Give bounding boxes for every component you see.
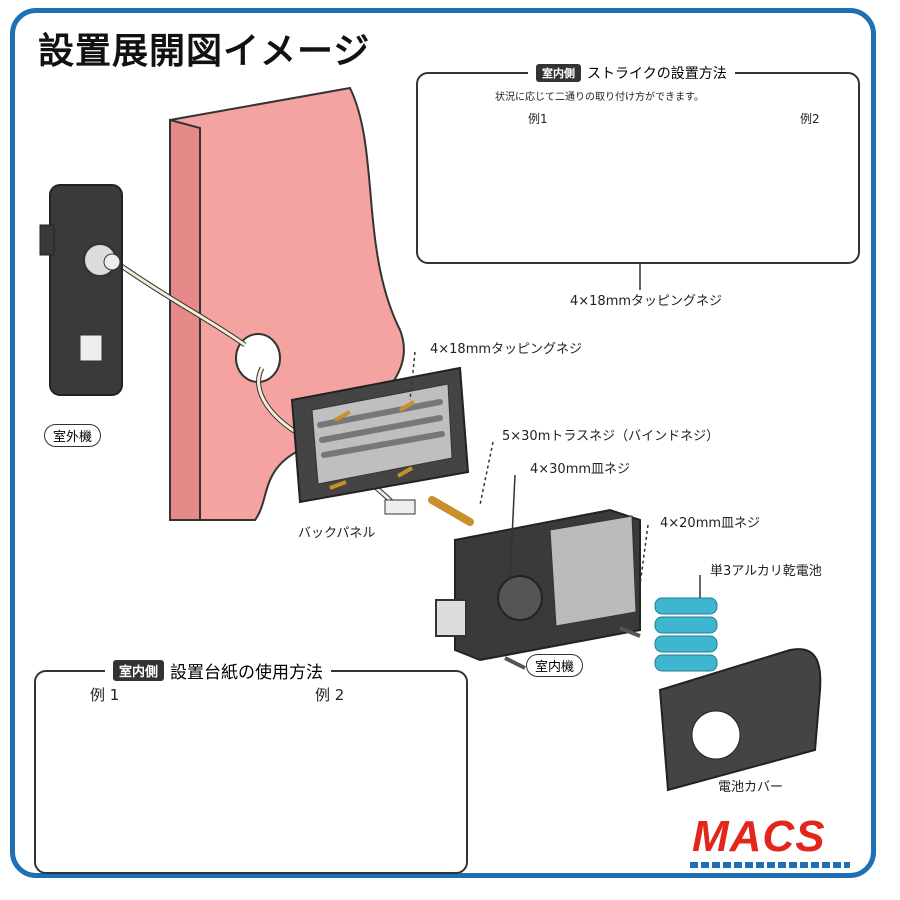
template-panel-heading: 室内側 設置台紙の使用方法 (105, 658, 332, 683)
back-panel-illustration (290, 366, 470, 515)
battery-label: 単3アルカリ乾電池 (710, 564, 822, 579)
strike-subheading: 状況に応じて二通りの取り付け方ができます。 (495, 92, 704, 103)
strike-heading: ストライクの設置方法 (587, 66, 727, 82)
strike-example1-label: 例1 (528, 112, 548, 126)
back-panel-label: バックパネル (298, 526, 376, 541)
battery-cover-label: 電池カバー (718, 780, 784, 795)
logo-stripe (690, 862, 850, 868)
template-example1-label: 例 1 (90, 686, 120, 704)
indoor-tag: 室内側 (536, 64, 581, 82)
battery-cover-illustration (658, 648, 822, 792)
template-example2-label: 例 2 (315, 686, 345, 704)
flat-screw-30-label: 4×30mm皿ネジ (530, 462, 631, 477)
strike-panel (416, 72, 860, 264)
truss-screw-label: 5×30mトラスネジ（バインドネジ） (502, 429, 720, 444)
brand-logo: MACS (692, 812, 826, 861)
strike-panel-heading: 室内側 ストライクの設置方法 (528, 63, 735, 83)
outdoor-unit-illustration (39, 184, 123, 396)
outdoor-unit-label: 室外機 (44, 424, 102, 447)
indoor-tag-2: 室内側 (113, 660, 165, 681)
back-panel-screw-label: 4×18mmタッピングネジ (430, 342, 583, 357)
flat-screw-20-label: 4×20mm皿ネジ (660, 516, 761, 531)
indoor-unit-illustration (435, 508, 641, 670)
indoor-unit-label: 室内機 (526, 654, 584, 677)
strike-example2-label: 例2 (800, 112, 820, 126)
page-title: 設置展開図イメージ (38, 31, 371, 72)
template-panel (34, 670, 468, 874)
strike-screw-label: 4×18mmタッピングネジ (570, 294, 723, 309)
template-heading: 設置台紙の使用方法 (170, 663, 324, 683)
battery-illustration (654, 597, 718, 672)
